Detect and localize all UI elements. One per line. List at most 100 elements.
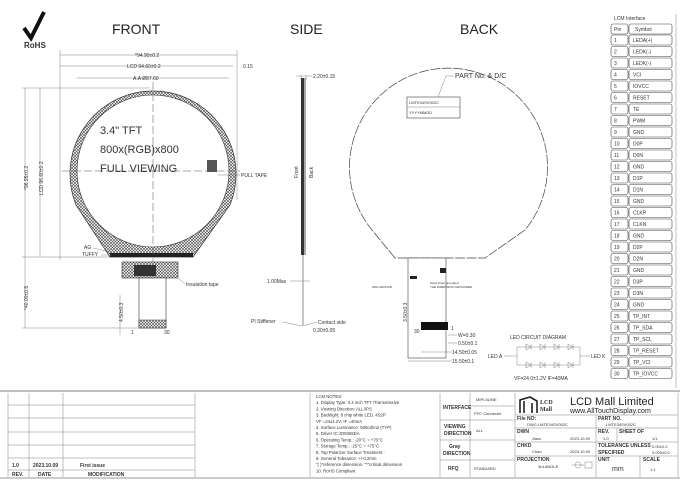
pin-row: 20 D2N [610,253,673,264]
company-website[interactable]: www.AllTouchDisplay.com [569,408,651,415]
note-line: 2. Viewing Direction: ALL/IPS [316,406,372,411]
pin-symbol: LEDK(-) [633,61,651,67]
back-outline [349,67,548,259]
pin-number: 9 [614,130,617,136]
note-line: 5. Driver IC:JD9365DA [316,431,360,436]
file-no: DWG.LMTE34SV002C [527,422,568,427]
rohs-text: RoHS [24,41,46,50]
date-header: DATE [38,472,52,478]
projection-value: 3rd ANGLE [538,464,559,469]
side-view: 2.20±0.15 Front Back 1.00Max PI Stiffene… [251,74,346,334]
pin-symbol: CLKP [633,211,647,217]
scale-label: SCALE [643,457,661,463]
led-diode-icon [567,361,574,369]
logo-mall: Mall [540,407,552,413]
dim-tail: 4.50±0.3 [119,302,125,322]
gray-label-2: DIRECTION [443,451,471,457]
part-no-dc-label: PART No. & D/C [455,73,506,80]
display-size-text: 3.4" TFT [100,125,142,137]
checkmark-icon [22,11,46,42]
front-pin-1: 1 [131,330,134,336]
pin-number: 15 [614,199,620,205]
side-front-label: Front [294,166,300,178]
pin-symbol: GND [633,268,645,274]
projection-label: PROJECTION [517,457,550,463]
rev-header: REV. [12,472,24,478]
rev-label: REV. [598,429,610,435]
pin-symbol: TP_INT [633,314,650,320]
pin-number: 1 [614,38,617,44]
pin-number: 21 [614,268,620,274]
ground-label-2a: Steel sheet grounded [430,281,459,285]
dwn-date: 2023.10.09 [570,436,591,441]
note-line: 4. Surface Luminance: 500cd/m2 (TYP) [316,425,392,430]
dim-offset: 0.15 [243,64,253,70]
note-line: 8. Top Polarizer Surface Treatment : [316,450,385,455]
dim-active-area: A.A Ø87.60 [133,76,159,82]
back-view: LMTE34SV002C YYYYMMDD PART No. & D/C 20M… [349,67,548,365]
pin-symbol: D1P [633,176,643,182]
pin-number: 2 [614,50,617,56]
led-circuit-title: LED CIRCUIT DIAGRAM [510,335,566,341]
pin-symbol: TP_SCL [633,337,652,343]
pin-table-title: LCM Interface [614,16,646,22]
pin-number: 18 [614,234,620,240]
led-diode-icon [567,343,574,351]
file-no-label: File NO: [517,416,537,422]
modification-header: MODIFICATION [88,472,125,478]
pin-symbol: VCI [633,73,641,79]
title-block: 1.0 2023.10.09 First issue REV. DATE MOD… [0,390,680,479]
pin-number: 28 [614,349,620,355]
tuffy-strip [110,253,193,257]
fpc-tail [138,277,167,329]
part-no-label: PART NO. [598,416,622,422]
led-diode-icon [525,361,532,369]
lcd-mall-logo-icon [519,396,538,413]
note-line: 10. RoHS Compliant [316,468,356,473]
pin-symbol: LEDK(-) [633,50,651,56]
pin-number: 23 [614,291,620,297]
note-line: 7. Storage Temp.: -25°C ~ +75°C [316,444,379,449]
note-line: 9. General Tolerance: +/-0.2mm [316,456,377,461]
part-label-line2: YYYYMMDD [409,110,432,115]
pin-symbol: TP_IOVCC [633,372,658,378]
rfq-value: STANDARD [474,466,496,471]
pin-number: 20 [614,257,620,263]
tolerance-label-1: TOLERANCE UNLESS [598,443,651,449]
pin-symbol: GND [633,165,645,171]
pin-number: 25 [614,314,620,320]
ground-label-2b: THE DIMENSION GROUNDED [430,285,473,289]
pin-symbol: TE [633,107,640,113]
dim-14-50: 14.50±0.05 [452,350,477,356]
pin-symbol: GND [633,199,645,205]
pin-row: 2 LEDK(-) [610,46,673,57]
note-line: 3. Backlight: 8 chip white LED, 4S2P [316,413,386,418]
pull-tape [207,160,217,172]
pin-number: 24 [614,303,620,309]
viewing-label-2: DIRECTION [444,431,472,437]
pin-number: 14 [614,188,620,194]
dim-lcd-width: LCD 94.60±0.2 [127,64,161,70]
led-diode-icon [525,343,532,351]
back-pin-30: 30 [414,329,420,335]
pin-symbol: D1N [633,188,643,194]
chkd-name: Chao [532,449,542,454]
side-view-title: SIDE [290,21,323,37]
dwn-label: DWN [517,429,529,435]
pin-symbol: D3P [633,280,643,286]
front-view: *94.90±0.2 LCD 94.60±0.2 0.15 A.A Ø87.60… [22,50,268,336]
pin-symbol: D2N [633,257,643,263]
viewing-label-1: VIEWING [444,424,466,430]
